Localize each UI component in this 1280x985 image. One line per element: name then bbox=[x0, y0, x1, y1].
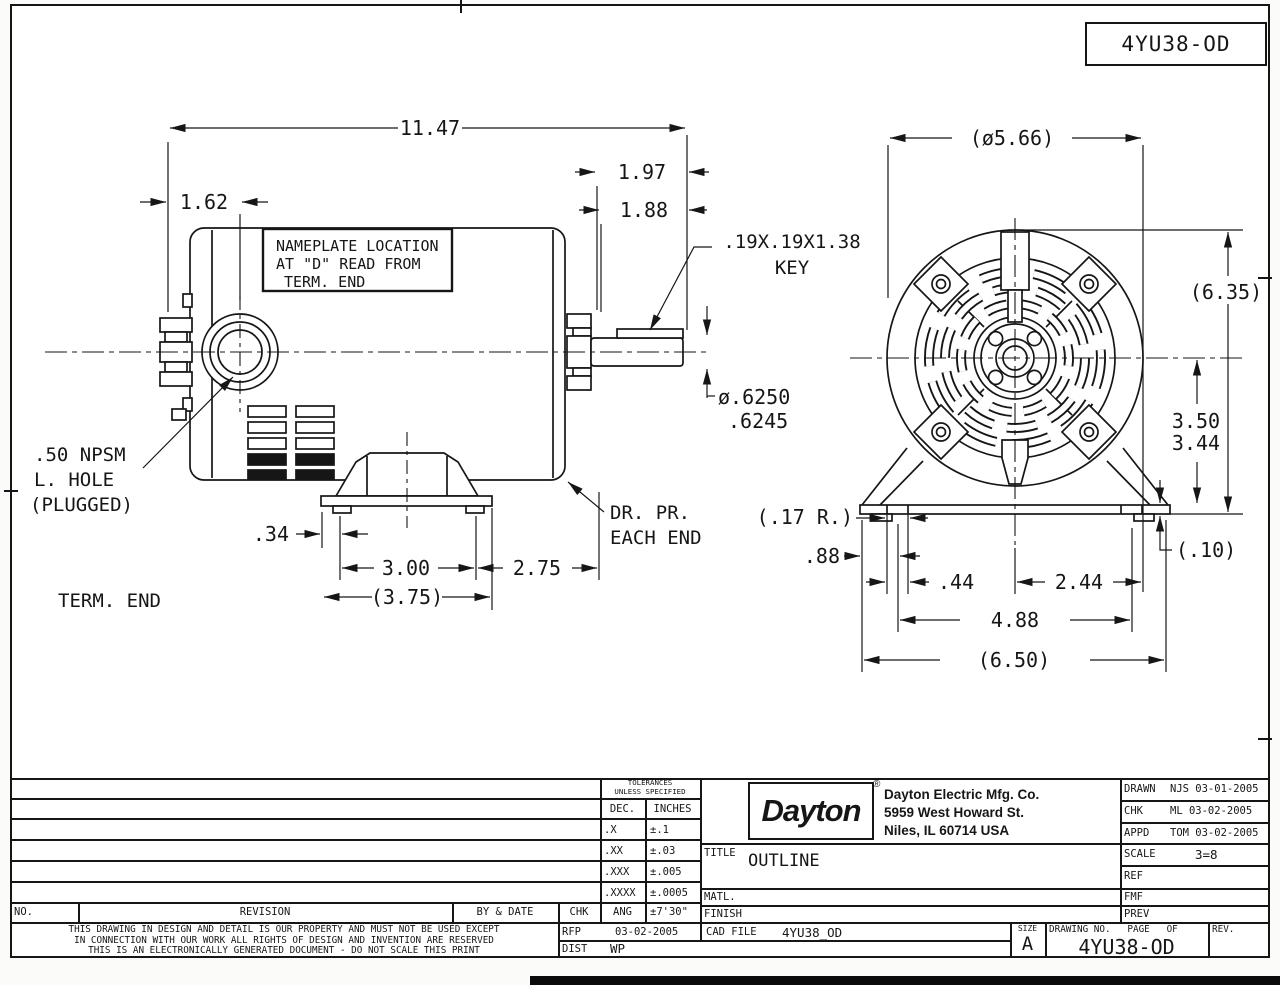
dayton-logo: Dayton bbox=[748, 782, 874, 840]
tol-dec-3: .XXX bbox=[604, 866, 630, 878]
dim-foot-span: 3.00 bbox=[382, 556, 430, 580]
revision-column-header: REVISION bbox=[239, 906, 291, 918]
dist-label: DIST bbox=[562, 943, 588, 955]
dim-foot-radius: (.17 R.) bbox=[757, 505, 853, 529]
rfp-value: 03-02-2005 bbox=[615, 926, 679, 938]
frame-tick-top bbox=[460, 0, 462, 13]
tolerance-header: TOLERANCES UNLESS SPECIFIED bbox=[614, 778, 686, 796]
tol-col-dec: DEC. bbox=[609, 803, 636, 815]
dim-shaft-height-min: 3.44 bbox=[1172, 431, 1220, 455]
key-note-label: KEY bbox=[775, 257, 810, 279]
fmf-label: FMF bbox=[1124, 891, 1143, 903]
end-view: (ø5.66) (6.35) 3.50 3.44 (.10) (.17 R.) bbox=[757, 126, 1262, 672]
dim-overall-length: 11.47 bbox=[400, 116, 460, 140]
side-view-dimensions: 11.47 1.62 1.97 1.88 .19X.19X1.38 KEY bbox=[30, 116, 861, 612]
side-view: NAMEPLATE LOCATION AT "D" READ FROM TERM… bbox=[30, 116, 861, 612]
dim-center-to-slot: 2.44 bbox=[1055, 570, 1103, 594]
doc-number-box: 4YU38-OD bbox=[1085, 22, 1267, 66]
tol-inches-3: ±.005 bbox=[650, 866, 682, 878]
key-note-size: .19X.19X1.38 bbox=[723, 231, 860, 253]
drawing-canvas: NAMEPLATE LOCATION AT "D" READ FROM TERM… bbox=[30, 116, 1262, 672]
term-end-label: TERM. END bbox=[58, 590, 161, 612]
npsm-note-2: L. HOLE bbox=[34, 469, 114, 491]
npsm-note-1: .50 NPSM bbox=[34, 444, 126, 466]
end-view-dimensions: (ø5.66) (6.35) 3.50 3.44 (.10) (.17 R.) bbox=[757, 126, 1262, 672]
dim-foot-to-shaft: 2.75 bbox=[513, 556, 561, 580]
dim-foot-offset: .34 bbox=[253, 522, 289, 546]
frame-tick-right-1 bbox=[1258, 277, 1272, 279]
cad-file-value: 4YU38_OD bbox=[782, 925, 843, 940]
tol-inches-4: ±.0005 bbox=[650, 887, 688, 899]
nameplate-line3: TERM. END bbox=[284, 273, 365, 291]
scale-value: 3=8 bbox=[1195, 847, 1218, 862]
finish-label: FINISH bbox=[704, 908, 742, 920]
frame-tick-left bbox=[4, 490, 18, 492]
rear-shaft-stub bbox=[159, 293, 193, 421]
dim-shaft-ext-197: 1.97 bbox=[618, 160, 666, 184]
company-name: Dayton Electric Mfg. Co. bbox=[884, 787, 1040, 802]
dim-conduit-offset: 1.62 bbox=[180, 190, 228, 214]
company-street: 5959 West Howard St. bbox=[884, 805, 1025, 820]
scan-artifact-bar bbox=[530, 976, 1280, 985]
dist-value: WP bbox=[610, 941, 626, 956]
vent-slots bbox=[247, 405, 335, 480]
tol-dec-1: .X bbox=[604, 824, 617, 836]
frame-tick-right-2 bbox=[1258, 738, 1272, 740]
dim-shaft-dia-min: .6245 bbox=[728, 409, 788, 433]
title-label: TITLE bbox=[704, 847, 736, 859]
tol-inches-1: ±.1 bbox=[650, 824, 669, 836]
company-address: Dayton Electric Mfg. Co. 5959 West Howar… bbox=[884, 786, 1039, 840]
drawing-no-value: 4YU38-OD bbox=[1078, 935, 1175, 959]
drain-note-2: EACH END bbox=[610, 527, 702, 549]
legal-notice: THIS DRAWING IN DESIGN AND DETAIL IS OUR… bbox=[68, 924, 500, 957]
cad-file-label: CAD FILE bbox=[706, 926, 757, 938]
dim-slot-edge-offset: .88 bbox=[804, 544, 840, 568]
registered-mark: ® bbox=[873, 779, 881, 790]
nameplate-note: NAMEPLATE LOCATION AT "D" READ FROM TERM… bbox=[261, 227, 454, 293]
drain-note-1: DR. PR. bbox=[610, 502, 690, 524]
rfp-label: RFP bbox=[562, 926, 581, 938]
size-value: A bbox=[1021, 933, 1034, 955]
scale-label: SCALE bbox=[1124, 848, 1156, 860]
rev-label: REV. bbox=[1212, 924, 1235, 935]
dim-slot-width: .44 bbox=[938, 570, 974, 594]
dim-overall-height: (6.35) bbox=[1190, 280, 1262, 304]
shaft-key bbox=[616, 328, 684, 339]
tol-ang-label: ANG bbox=[613, 906, 632, 918]
through-bolt-tabs bbox=[912, 255, 1118, 461]
dim-base-width: (6.50) bbox=[978, 648, 1050, 672]
chk-label: CHK bbox=[569, 906, 589, 918]
nameplate-line1: NAMEPLATE LOCATION bbox=[276, 237, 439, 255]
npsm-note-3: (PLUGGED) bbox=[30, 494, 133, 516]
dim-pad-height: (.10) bbox=[1176, 538, 1236, 562]
no-column-header: NO. bbox=[14, 906, 33, 918]
dim-shaft-dia-max: ø.6250 bbox=[718, 385, 790, 409]
dim-base-length: (3.75) bbox=[371, 585, 443, 609]
drawing-no-header: DRAWING NO. PAGE OF bbox=[1049, 924, 1178, 935]
dim-shaft-ext-188: 1.88 bbox=[620, 198, 668, 222]
dim-slot-spacing: 4.88 bbox=[991, 608, 1039, 632]
size-label: SIZE bbox=[1017, 924, 1038, 933]
doc-number: 4YU38-OD bbox=[1121, 32, 1231, 56]
tol-inches-2: ±.03 bbox=[650, 845, 676, 857]
dim-shaft-height-max: 3.50 bbox=[1172, 409, 1220, 433]
title-value: OUTLINE bbox=[748, 851, 820, 871]
tol-dec-2: .XX bbox=[604, 845, 623, 857]
nameplate-line2: AT "D" READ FROM bbox=[276, 255, 421, 273]
ref-label: REF bbox=[1124, 870, 1143, 882]
tol-dec-4: .XXXX bbox=[604, 887, 636, 899]
matl-label: MATL. bbox=[704, 891, 736, 903]
prev-label: PREV bbox=[1124, 908, 1150, 920]
company-city: Niles, IL 60714 USA bbox=[884, 823, 1010, 838]
by-date-column-header: BY & DATE bbox=[476, 906, 534, 918]
dim-body-dia: (ø5.66) bbox=[970, 126, 1054, 150]
tol-ang-value: ±7'30" bbox=[650, 906, 688, 918]
tol-col-inches: INCHES bbox=[653, 803, 692, 815]
